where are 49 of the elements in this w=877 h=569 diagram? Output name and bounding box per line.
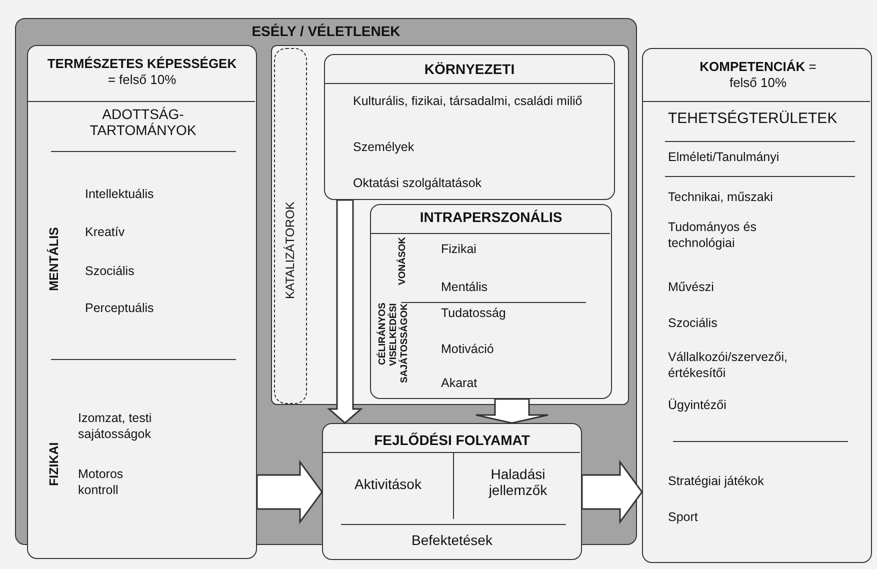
category-panel — [324, 54, 615, 200]
list-item: Stratégiai játékok — [668, 473, 765, 489]
block-arrow — [327, 199, 363, 424]
box-title: INTRAPERSZONÁLIS — [418, 209, 564, 225]
catalyst-panel — [271, 45, 629, 405]
list-item: Technikai, műszaki — [668, 189, 774, 205]
box-title: KOMPETENCIÁK = felső 10% — [698, 59, 818, 91]
block-arrow — [581, 460, 643, 524]
box-title: KÖRNYEZETI — [423, 61, 516, 77]
category-panel — [642, 48, 872, 563]
list-item: Intellektuális — [85, 186, 155, 202]
list-item: Aktivitások — [354, 476, 422, 492]
vertical-label: VONÁSOK — [397, 237, 408, 288]
list-item: Vállalkozói/szervezői, értékesítői — [668, 349, 788, 381]
list-item: Ügyintézői — [668, 397, 728, 413]
list-item: Haladási jellemzők — [488, 466, 548, 498]
list-item: Mentális — [441, 279, 489, 295]
list-item: Akarat — [441, 375, 478, 391]
list-item: Elméleti/Tanulmányi — [668, 149, 780, 165]
list-item: Motiváció — [441, 341, 495, 357]
vertical-label: KATALIZÁTOROK — [282, 200, 298, 299]
list-item: Szociális — [668, 315, 718, 331]
list-item: Tudományos és technológiai — [668, 219, 758, 251]
list-item: Személyek — [353, 139, 416, 155]
list-item: Tudatosság — [441, 305, 507, 321]
section-heading: TEHETSÉGTERÜLETEK — [668, 111, 838, 127]
list-item: Művészi — [668, 279, 715, 295]
category-panel — [322, 423, 582, 560]
list-item: Sport — [668, 509, 699, 525]
block-arrow — [475, 398, 549, 424]
list-item: Befektetések — [410, 532, 494, 548]
dashed-box — [274, 48, 307, 404]
list-item: Motoros kontroll — [78, 466, 124, 498]
vertical-label: CÉLIRÁNYOS VISELKEDÉSI SAJÁTOSSÁGOK — [377, 303, 410, 385]
list-item: Kreatív — [85, 224, 126, 240]
category-panel — [370, 204, 612, 399]
box-title: FEJLŐDÉSI FOLYAMAT — [373, 432, 531, 448]
list-item: Fizikai — [441, 241, 478, 257]
block-arrow — [256, 460, 323, 524]
list-item: Oktatási szolgáltatások — [353, 175, 483, 191]
list-item: Perceptuális — [85, 300, 155, 316]
vertical-label: MENTÁLIS — [46, 226, 62, 291]
vertical-label: FIZIKAI — [46, 441, 62, 486]
list-item: Kulturális, fizikai, társadalmi, családi miliő — [353, 93, 584, 109]
band-title: ESÉLY / VÉLETLENEK — [250, 23, 402, 39]
list-item: Szociális — [85, 263, 136, 279]
box-title: TERMÉSZETES KÉPESSÉGEK = felső 10% — [46, 56, 238, 88]
list-item: Izomzat, testi sajátosságok — [78, 410, 153, 442]
section-heading: ADOTTSÁG-TARTOMÁNYOK — [88, 106, 198, 138]
